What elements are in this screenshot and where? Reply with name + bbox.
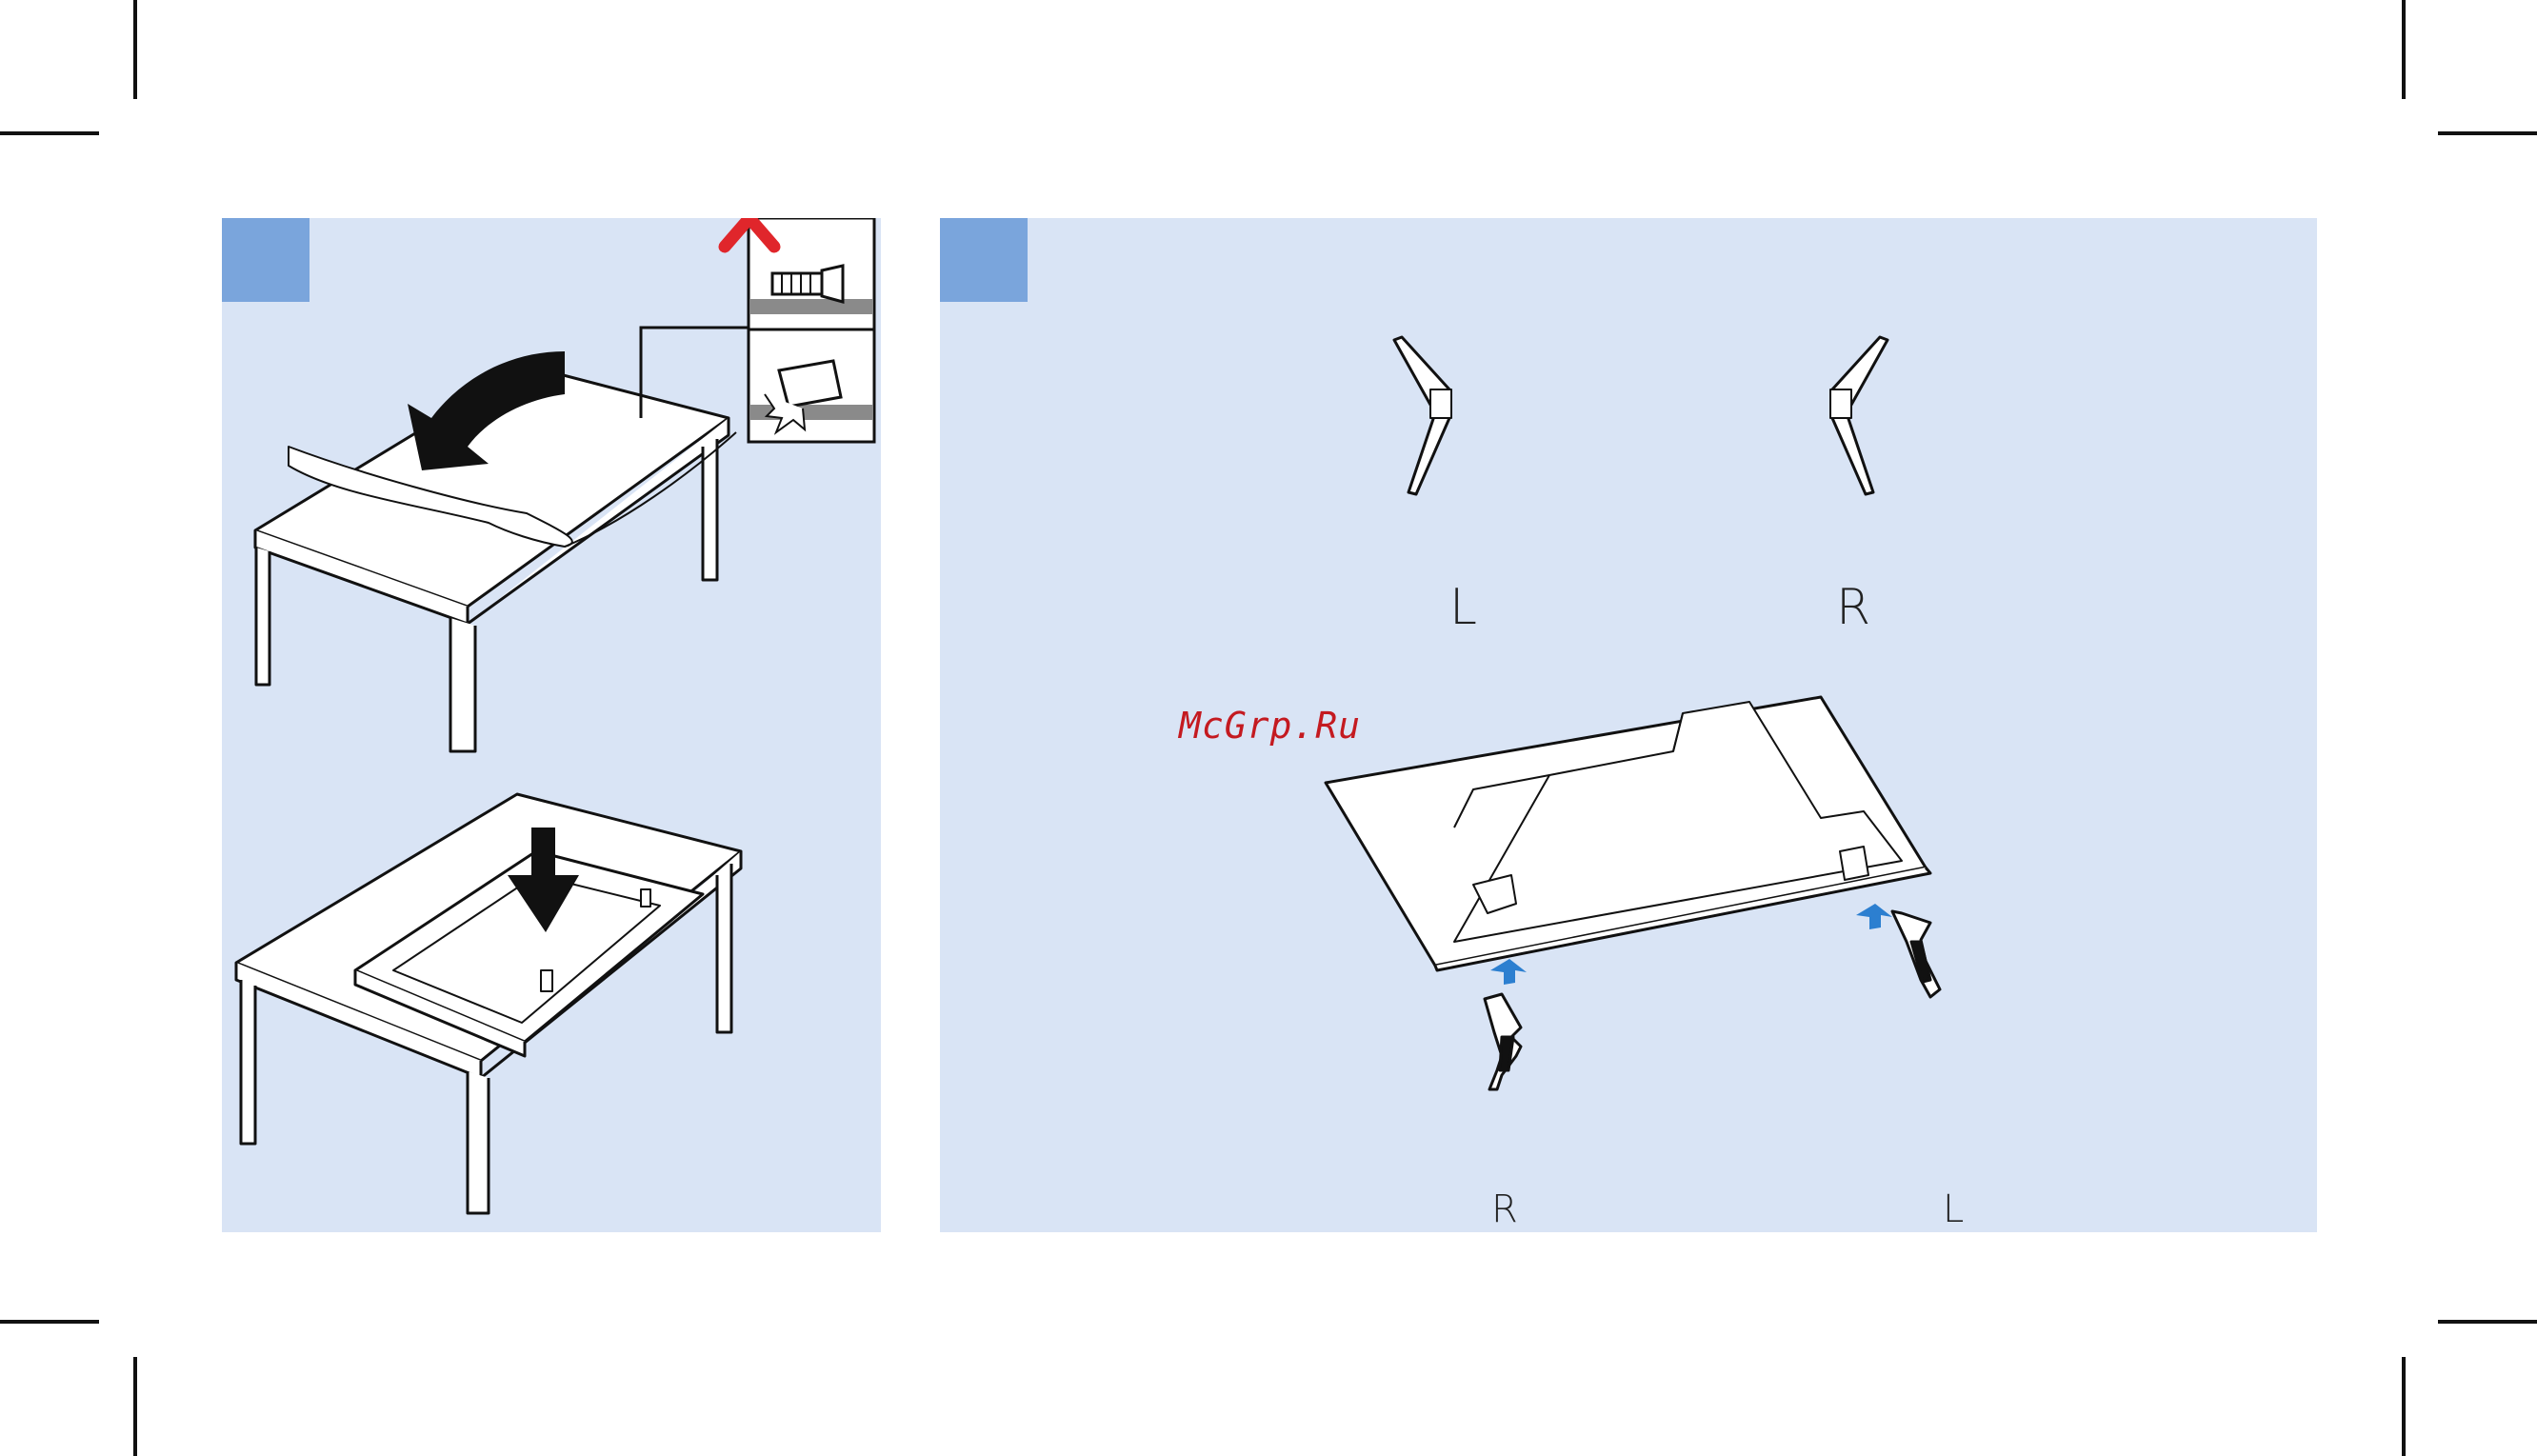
crop-mark	[0, 131, 99, 135]
crop-mark	[2438, 131, 2537, 135]
crop-mark	[0, 1320, 99, 1324]
step-1-panel	[222, 218, 881, 1232]
stand-label-r-bottom: R	[1491, 1190, 1518, 1228]
watermark: McGrp.Ru	[1179, 705, 1361, 747]
crop-mark	[2438, 1320, 2537, 1324]
crop-mark	[2402, 1357, 2406, 1456]
step-2-illustration	[940, 218, 2317, 1232]
stand-label-l-top: L	[1449, 583, 1477, 632]
stand-label-l-bottom: L	[1943, 1190, 1964, 1228]
crop-mark	[133, 0, 137, 99]
step-1-illustration	[222, 218, 881, 1232]
warning-inset	[749, 218, 874, 442]
arrow-blue-icon	[1490, 959, 1527, 985]
crop-mark	[133, 1357, 137, 1456]
step-2-panel	[940, 218, 2317, 1232]
arrow-blue-icon	[1856, 904, 1892, 929]
crop-mark	[2402, 0, 2406, 99]
stand-label-r-top: R	[1836, 583, 1870, 632]
